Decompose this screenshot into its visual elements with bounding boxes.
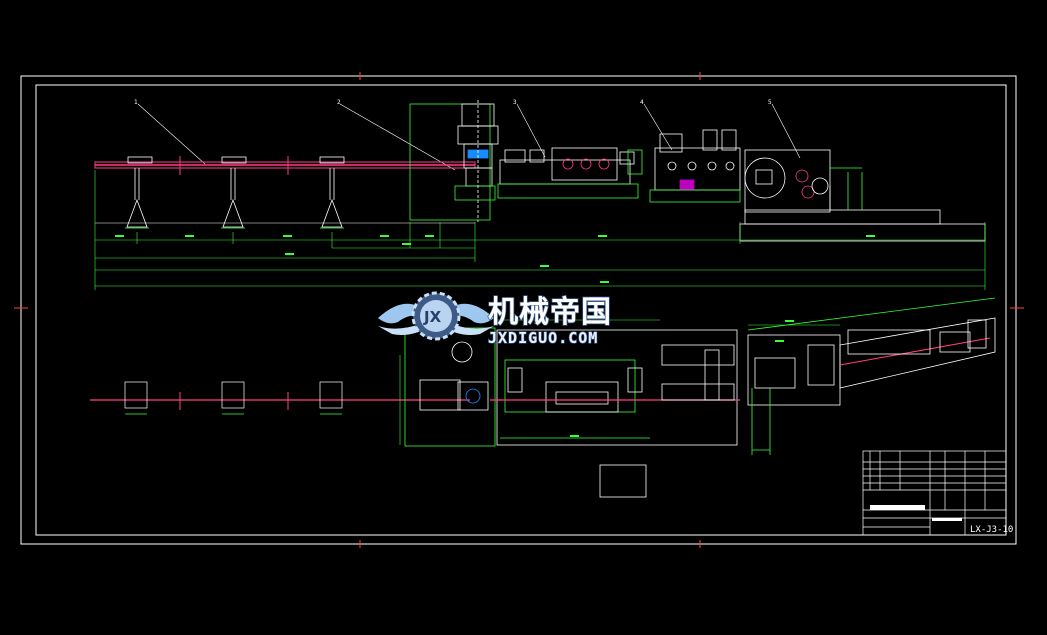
- plan-drive-rolls: [661, 344, 735, 401]
- dimension-text-mark-7: [285, 253, 294, 255]
- plan-view: [90, 297, 996, 498]
- dimension-text-mark-13: [775, 340, 784, 342]
- plan-dimensions: [399, 319, 840, 445]
- dimension-text-marks: [115, 235, 875, 437]
- dimension-text-mark-5: [598, 235, 607, 237]
- plan-reel: [747, 297, 996, 455]
- drive-roll-unit: [649, 129, 741, 203]
- drawing-code: LX-J3-10: [970, 525, 1013, 535]
- support-stands: [125, 156, 345, 229]
- dimension-text-mark-2: [283, 235, 292, 237]
- support-stand-3: [319, 156, 345, 229]
- dimension-text-mark-0: [115, 235, 124, 237]
- watermark: JX 机械帝国 JXDIGUO.COM: [378, 291, 612, 348]
- dimension-text-mark-9: [540, 265, 549, 267]
- dimension-text-mark-1: [185, 235, 194, 237]
- dimension-text-mark-3: [380, 235, 389, 237]
- feed-rail: [94, 156, 476, 175]
- dimension-text-mark-12: [785, 320, 794, 322]
- callout-3: 3: [513, 99, 517, 106]
- frame-center-marks: [14, 72, 1024, 548]
- dimension-text-mark-11: [570, 435, 579, 437]
- gear-logo-icon: JX: [378, 291, 494, 341]
- callout-labels: 1 2 3 4 5: [134, 99, 772, 106]
- plan-straightener: [490, 329, 740, 446]
- dimension-text-mark-10: [600, 281, 609, 283]
- logo-letters: JX: [423, 308, 442, 326]
- note-box: [599, 464, 647, 498]
- callout-4: 4: [640, 99, 644, 106]
- elevation-view: 1 2 3 4 5: [94, 99, 986, 290]
- dimension-text-mark-8: [402, 243, 411, 245]
- plan-supports: [124, 381, 343, 415]
- straightener-unit: [497, 147, 643, 199]
- dimension-text-mark-4: [425, 235, 434, 237]
- dimension-lines: [94, 170, 986, 290]
- plan-cutter: [404, 327, 496, 447]
- watermark-title: 机械帝国: [488, 295, 612, 330]
- callout-1: 1: [134, 99, 138, 106]
- reel-unit: [739, 149, 986, 242]
- watermark-subtitle: JXDIGUO.COM: [488, 329, 598, 347]
- support-stand-1: [125, 156, 153, 229]
- sheet-frame: [20, 75, 1017, 545]
- cutter-unit: [409, 100, 499, 222]
- callout-5: 5: [768, 99, 772, 106]
- dimension-text-mark-6: [866, 235, 875, 237]
- title-block: [862, 450, 1007, 536]
- callout-2: 2: [337, 99, 341, 106]
- callout-leaders: [137, 103, 801, 171]
- support-stand-2: [221, 156, 247, 229]
- plan-feed-rail: [90, 392, 470, 410]
